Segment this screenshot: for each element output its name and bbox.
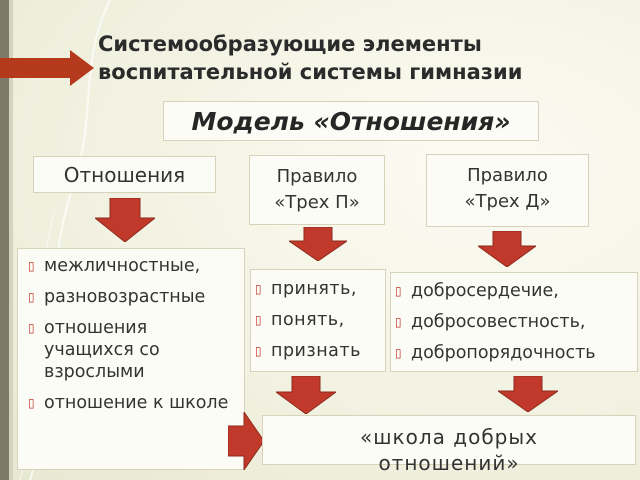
down-arrow-icon [289, 227, 347, 261]
list-item: ▯понять, [255, 310, 345, 330]
list-item: ▯принять, [255, 279, 357, 299]
down-arrow-icon [95, 198, 155, 242]
result-line-1: «школа добрых [360, 425, 538, 449]
column-header-three-p-line2: «Трех П» [274, 192, 360, 213]
result-line-2: отношений» [378, 451, 520, 475]
list-item: ▯межличностные, [28, 256, 201, 276]
bullet-icon: ▯ [395, 284, 402, 298]
title-arrow-icon [0, 50, 94, 86]
bullet-icon: ▯ [28, 321, 35, 335]
side-stripe-light [9, 0, 13, 480]
list-item: ▯признать [255, 341, 361, 361]
side-stripe-dark [0, 0, 9, 480]
result-box: «школа добрых отношений» [262, 415, 636, 475]
column-header-three-p-line1: Правило [276, 166, 358, 187]
bullet-icon: ▯ [28, 290, 35, 304]
bullet-icon: ▯ [255, 344, 263, 358]
three-d-list: ▯добросердечие, ▯добросовестность, ▯добр… [390, 272, 638, 372]
list-item: ▯добропорядочность [395, 343, 596, 363]
down-arrow-icon [478, 231, 536, 267]
down-arrow-icon [498, 376, 558, 412]
column-header-three-d-line1: Правило [467, 165, 548, 186]
list-item: ▯отношение к школе [28, 393, 229, 413]
bullet-icon: ▯ [28, 396, 35, 410]
column-header-three-p: Правило «Трех П» [249, 155, 385, 225]
bullet-icon: ▯ [255, 313, 263, 327]
right-arrow-icon [228, 412, 264, 470]
list-item: ▯разновозрастные [28, 287, 206, 307]
bullet-icon: ▯ [28, 259, 35, 273]
column-header-three-d-line2: «Трех Д» [464, 191, 551, 212]
title-line-1: Системообразующие элементы [98, 32, 482, 56]
list-item: ▯добросовестность, [395, 312, 586, 332]
column-header-three-d: Правило «Трех Д» [426, 154, 589, 227]
slide-title: Системообразующие элементы воспитательно… [98, 30, 618, 86]
bullet-icon: ▯ [395, 315, 402, 329]
three-p-list: ▯принять, ▯понять, ▯признать [250, 269, 386, 372]
relations-list: ▯межличностные, ▯разновозрастные ▯отноше… [17, 248, 245, 470]
model-label: Модель «Отношения» [163, 101, 539, 141]
list-item: ▯отношения учащихся со взрослыми [28, 318, 160, 382]
column-header-relations: Отношения [33, 156, 216, 193]
down-arrow-icon [276, 376, 336, 414]
bullet-icon: ▯ [395, 346, 402, 360]
list-item: ▯добросердечие, [395, 281, 559, 301]
title-line-2: воспитательной системы гимназии [98, 60, 523, 84]
bullet-icon: ▯ [255, 282, 263, 296]
